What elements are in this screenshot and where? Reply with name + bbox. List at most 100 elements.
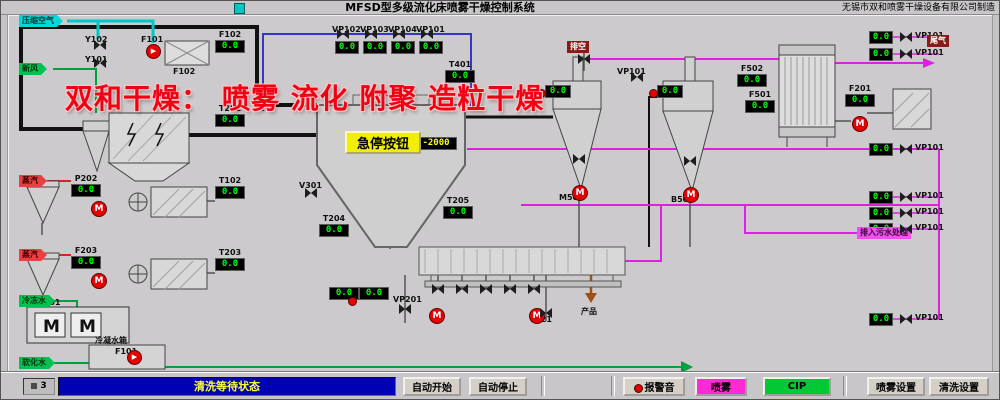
valve-icon[interactable] [573,154,585,164]
display-value-12: 0.0 [329,287,359,300]
heater-train-2[interactable] [128,258,208,290]
inlet-cyclone[interactable] [82,120,110,173]
motor-indicator[interactable]: M [91,201,107,217]
display-label: T203 [218,248,242,257]
valve-icon[interactable] [456,284,468,294]
display-value-2: 0.0 [363,41,387,54]
valve-icon[interactable] [900,224,912,234]
heater-train-1[interactable] [128,186,208,218]
valve-icon[interactable] [504,284,516,294]
valve-icon[interactable] [900,49,912,59]
valve-icon[interactable] [900,314,912,324]
valve-icon[interactable] [305,188,317,198]
exhaust-arrowhead [923,58,935,68]
valve-icon[interactable] [337,29,349,39]
display-label: F201 [848,84,872,93]
valve-icon[interactable] [900,32,912,42]
valve-icon[interactable] [578,54,590,64]
title-bar: MFSD型多级流化床喷雾干燥控制系统 无锡市双和喷雾干燥设备有限公司制造 [1,1,999,15]
feeder-motor-letter: M [79,317,96,337]
pump-indicator[interactable]: ▶ [146,44,161,59]
valve-icon[interactable] [684,156,696,166]
window-title: MFSD型多级流化床喷雾干燥控制系统 [345,1,535,14]
button-喷雾设置[interactable]: 喷雾设置 [867,377,925,396]
valve-icon[interactable] [94,40,106,50]
valve-icon[interactable] [540,308,552,318]
display-label: T204 [322,214,346,223]
display-value: 0.0 [869,191,893,204]
flow-source-软化水: 软化水 [19,357,55,369]
valve-icon[interactable] [399,304,411,314]
display-value: 0.0 [215,40,245,53]
pump-indicator[interactable]: ▶ [127,350,142,365]
valve-icon[interactable] [432,284,444,294]
display-value-18: 0.0 [657,85,683,98]
label-Y102: Y102 [85,35,108,44]
valve-icon[interactable] [421,29,433,39]
label-M501: M501 [559,193,584,202]
exhaust-filter[interactable] [892,88,932,130]
emergency-stop-button[interactable]: 急停按钮 [345,131,421,154]
display-value: 0.0 [215,114,245,127]
motor-indicator[interactable]: M [683,187,699,203]
condenser[interactable] [778,44,836,147]
motor-indicator[interactable]: M [572,185,588,201]
cyclone-2[interactable] [662,56,714,193]
button-自动开始[interactable]: 自动开始 [403,377,461,396]
valve-icon[interactable] [528,284,540,294]
label-VP101: VP101 [915,48,944,57]
button-CIP[interactable]: CIP [763,377,831,396]
display-value-3: 0.0 [391,41,415,54]
button-清洗设置[interactable]: 清洗设置 [929,377,989,396]
display-label: F102 [218,30,242,39]
button-报警音[interactable]: 报警音 [623,377,685,396]
cyclone-1[interactable] [552,56,602,191]
display-value: 0.0 [215,258,245,271]
valve-icon[interactable] [900,144,912,154]
valve-icon[interactable] [365,29,377,39]
feed-hopper-1[interactable] [26,180,60,225]
valve-icon[interactable] [631,72,643,82]
label-产品: 产品 [581,307,597,316]
display-label: T205 [446,196,470,205]
motor-indicator[interactable]: M [852,116,868,132]
motor-indicator[interactable]: M [429,308,445,324]
air-filter-F102[interactable] [164,40,210,66]
display-value: 0.0 [391,41,415,54]
valve-icon[interactable] [94,58,106,68]
display-value: 0.0 [443,206,473,219]
pulse-jet-icon [126,122,165,147]
fluid-bed-dryer[interactable] [418,246,626,288]
display-value: 0.0 [363,41,387,54]
valve-icon[interactable] [393,29,405,39]
display-value: 0.0 [657,85,683,98]
display-label: T102 [218,176,242,185]
status-dot [537,89,546,98]
display-value-22: 0.0 [869,48,893,61]
display-value: 0.0 [869,143,893,156]
display-label: T401 [448,60,472,69]
bag-filter[interactable] [107,112,191,182]
motor-indicator[interactable]: M [91,273,107,289]
display-value: 0.0 [319,224,349,237]
flow-source-蒸汽: 蒸汽 [19,175,47,187]
valve-icon[interactable] [900,208,912,218]
feeder-unit-BH201[interactable]: M M [26,306,130,344]
flow-arrowhead [57,15,63,27]
display-label: T201 [218,104,242,113]
valve-icon[interactable] [480,284,492,294]
display-value-11: -2000 [415,137,457,150]
button-自动停止[interactable]: 自动停止 [469,377,527,396]
flow-arrowhead [41,63,47,75]
button-喷雾[interactable]: 喷雾 [695,377,747,396]
status-indicator: 3 [23,378,55,395]
valve-icon[interactable] [900,192,912,202]
